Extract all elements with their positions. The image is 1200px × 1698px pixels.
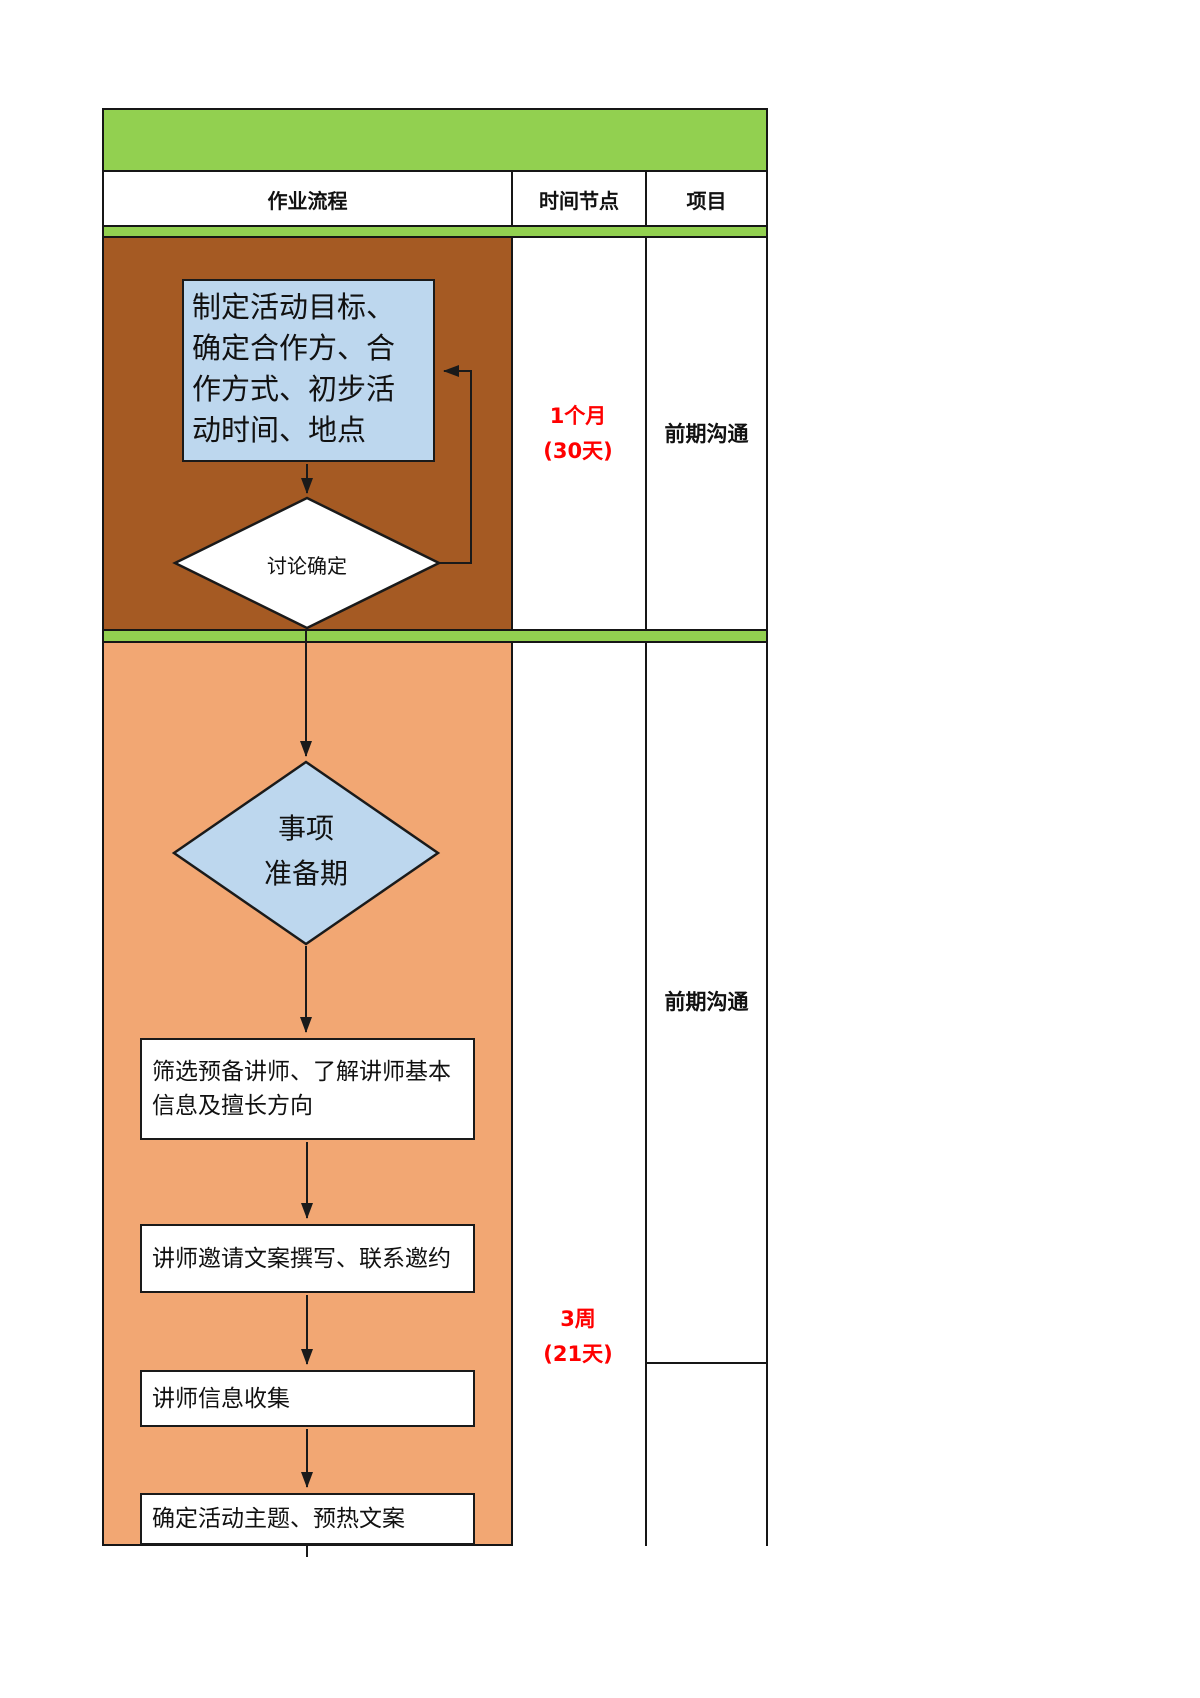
header-time-label: 时间节点: [539, 189, 619, 213]
step-box-4: 确定活动主题、预热文案: [140, 1493, 475, 1545]
time-node-section2: 3周 (21天): [543, 1307, 613, 1366]
section2-bottom-border: [102, 1544, 513, 1546]
project-label-section1: 前期沟通: [664, 422, 749, 446]
time-node-section1: 1个月 (30天): [543, 404, 613, 463]
step-box-1-label: 筛选预备讲师、了解讲师基本 信息及擅长方向: [152, 1059, 451, 1119]
col-line-time-project-header: [645, 170, 647, 227]
col-line-flow-time-header: [511, 170, 513, 227]
project-cell-divider: [645, 1362, 768, 1364]
header-cell-project: 项目: [647, 172, 766, 227]
header-project-label: 项目: [686, 189, 727, 213]
table-border-divider-bottom: [102, 641, 768, 643]
table-title-band: [104, 110, 766, 170]
table-border-left: [102, 108, 104, 1546]
table-border-strip-bottom: [102, 236, 768, 238]
table-border-top: [102, 108, 768, 110]
green-divider: [104, 631, 766, 641]
step-box-2-label: 讲师邀请文案撰写、联系邀约: [152, 1245, 451, 1272]
col-line-flow-time-s1: [511, 238, 513, 629]
col-line-time-project-s2: [645, 643, 647, 1546]
step-box-3-label: 讲师信息收集: [152, 1385, 290, 1412]
table-border-header-top: [102, 170, 768, 172]
decision-diamond-label: 讨论确定: [267, 554, 347, 578]
plan-box: 制定活动目标、 确定合作方、合 作方式、初步活 动时间、地点: [182, 279, 435, 462]
step-box-4-label: 确定活动主题、预热文案: [152, 1506, 405, 1532]
step-box-3: 讲师信息收集: [140, 1370, 475, 1427]
header-cell-time: 时间节点: [513, 172, 645, 227]
step-box-2: 讲师邀请文案撰写、联系邀约: [140, 1224, 475, 1293]
col-line-time-project-s1: [645, 238, 647, 629]
header-flow-label: 作业流程: [267, 189, 348, 213]
project-label-section2: 前期沟通: [664, 990, 749, 1014]
header-cell-flow: 作业流程: [104, 172, 511, 227]
green-strip-top: [104, 227, 766, 236]
col-line-flow-time-s2: [511, 643, 513, 1546]
table-border-header-bottom: [102, 225, 768, 227]
phase-diamond-label: 事项 准备期: [263, 812, 348, 890]
table-border-divider-top: [102, 629, 768, 631]
step-box-1: 筛选预备讲师、了解讲师基本 信息及擅长方向: [140, 1038, 475, 1140]
table-border-right: [766, 108, 768, 1546]
